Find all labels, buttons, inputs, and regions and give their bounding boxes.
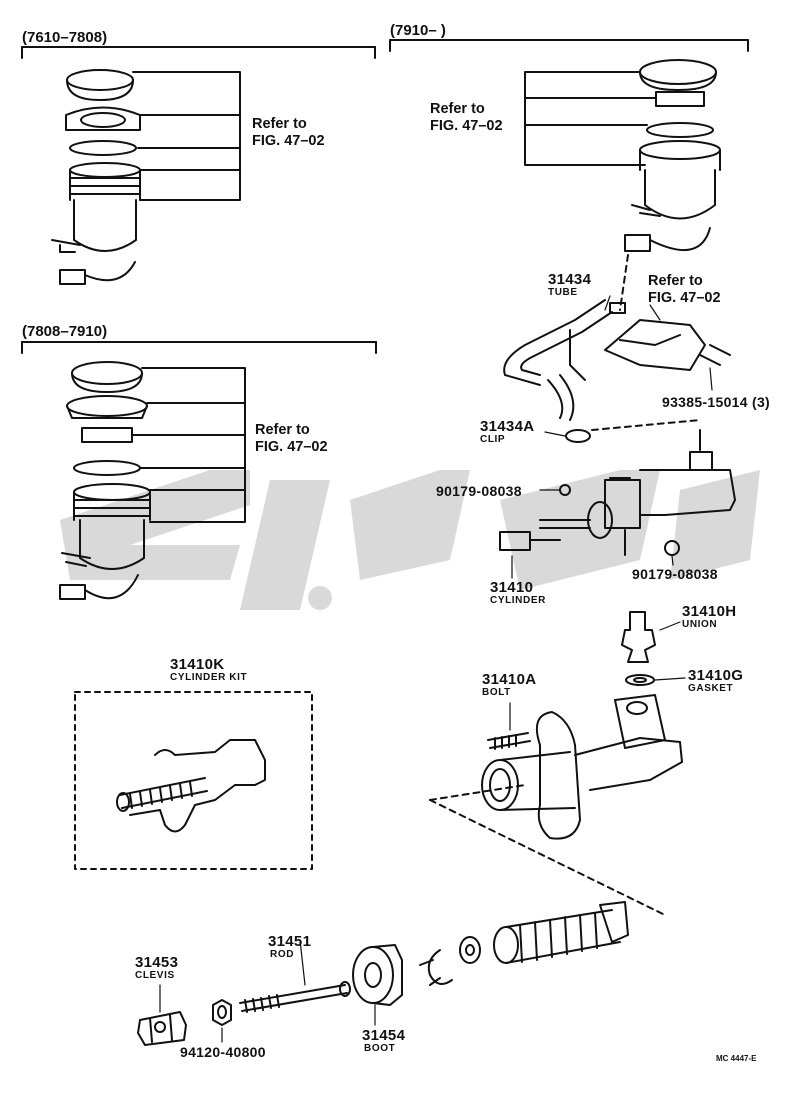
part-number-31410: 31410 bbox=[490, 579, 534, 596]
leader-lines bbox=[159, 295, 713, 1043]
part-name-bolt: BOLT bbox=[482, 687, 511, 698]
part-number-31453: 31453 bbox=[135, 954, 179, 971]
part-number-31410G: 31410G bbox=[688, 667, 744, 684]
boot bbox=[352, 944, 403, 1006]
reference-fig-1: Refer to FIG. 47–02 bbox=[252, 116, 325, 149]
header-year-range-2: (7910– ) bbox=[390, 22, 446, 39]
part-name-rod: ROD bbox=[270, 949, 295, 960]
part-number-31434A: 31434A bbox=[480, 418, 535, 435]
part-name-gasket: GASKET bbox=[688, 683, 734, 694]
tube-assembly bbox=[503, 299, 731, 421]
reservoir-1 bbox=[51, 69, 241, 285]
piston-assembly bbox=[493, 901, 629, 964]
seal-washer bbox=[459, 936, 481, 964]
header-bracket-3 bbox=[21, 341, 377, 354]
reference-fig-3: Refer to FIG. 47–02 bbox=[255, 422, 328, 455]
catalog-code: MC 4447-E bbox=[716, 1054, 757, 1063]
clevis bbox=[137, 1011, 187, 1046]
part-number-31410H: 31410H bbox=[682, 603, 737, 620]
rod bbox=[239, 981, 351, 1013]
watermark-logo bbox=[60, 470, 760, 610]
reservoir-2 bbox=[59, 361, 246, 600]
part-name-clip: CLIP bbox=[480, 434, 506, 445]
header-year-range-1: (7610–7808) bbox=[22, 29, 108, 46]
reference-fig-2: Refer to FIG. 47–02 bbox=[430, 101, 503, 134]
reservoir-3 bbox=[524, 59, 721, 311]
part-number-90179-b: 90179-08038 bbox=[632, 566, 718, 582]
nut bbox=[212, 999, 232, 1026]
part-number-94120: 94120-40800 bbox=[180, 1044, 266, 1060]
cylinder-kit-body bbox=[116, 739, 266, 833]
cylinder-kit-box bbox=[74, 691, 313, 870]
snap-ring bbox=[419, 949, 453, 986]
part-name-cylinder-kit: CYLINDER KIT bbox=[170, 672, 248, 683]
header-bracket-2 bbox=[389, 39, 749, 52]
part-name-tube: TUBE bbox=[548, 287, 578, 298]
header-year-range-3: (7808–7910) bbox=[22, 323, 108, 340]
part-number-90179-a: 90179-08038 bbox=[436, 483, 522, 499]
cylinder-top bbox=[499, 429, 736, 556]
part-name-boot: BOOT bbox=[364, 1043, 396, 1054]
union-gasket bbox=[621, 611, 656, 686]
part-name-union: UNION bbox=[682, 619, 718, 630]
header-bracket-1 bbox=[21, 46, 376, 59]
part-number-93385: 93385-15014 (3) bbox=[662, 394, 771, 410]
part-number-31410A: 31410A bbox=[482, 671, 537, 688]
master-cylinder-body bbox=[429, 694, 683, 916]
part-name-clevis: CLEVIS bbox=[135, 970, 175, 981]
part-number-31451: 31451 bbox=[268, 933, 312, 950]
reference-fig-4: Refer to FIG. 47–02 bbox=[648, 273, 721, 306]
clip bbox=[565, 419, 701, 443]
part-name-cylinder: CYLINDER bbox=[490, 595, 546, 606]
bolt-31410A bbox=[487, 732, 531, 750]
part-number-31434: 31434 bbox=[548, 271, 592, 288]
part-number-31410K: 31410K bbox=[170, 656, 225, 673]
part-number-31454: 31454 bbox=[362, 1027, 406, 1044]
